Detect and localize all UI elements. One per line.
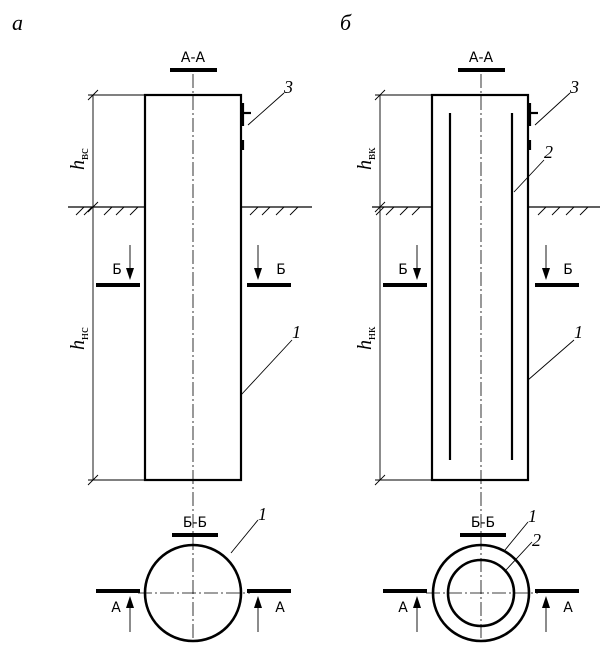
svg-text:Б: Б	[563, 262, 573, 278]
panel-a-cut-b-right: Б	[247, 245, 291, 287]
panel-b-callout-1: 1	[574, 322, 583, 342]
panel-b-cut-a-left: А	[383, 589, 427, 632]
panel-a-callout-1: 1	[292, 322, 301, 342]
panel-b-section-callout-2: 2	[532, 530, 541, 550]
panel-b-cut-b-right: Б	[535, 245, 579, 287]
panel-b-leader-2	[513, 159, 545, 193]
panel-a-dim-upper: hвс	[67, 148, 91, 170]
panel-a-dim-lower: hнс	[67, 327, 91, 350]
panel-a-cut-a-right: А	[247, 589, 291, 632]
svg-text:А: А	[275, 600, 285, 616]
panel-b: б А-А 3 2	[340, 10, 600, 643]
panel-a-section-bb-label: Б-Б	[183, 515, 207, 531]
panel-a-cut-b-left: Б	[96, 245, 140, 287]
svg-text:Б: Б	[112, 262, 122, 278]
panel-b-callout-2: 2	[544, 142, 553, 162]
panel-a-section-aa-label: А-А	[181, 50, 206, 66]
panel-b-dim-lower: hнк	[354, 326, 378, 350]
panel-b-section-leader-2	[505, 541, 533, 571]
svg-text:А: А	[398, 600, 408, 616]
panel-b-section-aa-label: А-А	[469, 50, 494, 66]
panel-a: а А-А 3	[12, 10, 312, 643]
panel-b-leader-1	[527, 339, 575, 381]
panel-b-callout-3: 3	[569, 77, 579, 97]
panel-b-letter: б	[340, 10, 352, 35]
svg-text:А: А	[111, 600, 121, 616]
panel-b-leader-3	[534, 92, 571, 126]
panel-a-callout-3: 3	[283, 77, 293, 97]
panel-a-leader-1	[240, 339, 293, 396]
panel-a-letter: а	[12, 10, 23, 35]
panel-b-ground-hatching	[375, 206, 589, 216]
panel-a-pile-body	[143, 93, 243, 482]
panel-a-ground-hatching	[75, 206, 299, 216]
panel-b-pile-body	[430, 93, 530, 482]
panel-a-section-callout-1: 1	[258, 504, 267, 524]
svg-text:Б: Б	[276, 262, 286, 278]
panel-b-cut-b-left: Б	[383, 245, 427, 287]
panel-b-section-bb-label: Б-Б	[471, 515, 495, 531]
panel-b-cut-a-right: А	[535, 589, 579, 632]
panel-b-section-leader-1	[504, 521, 529, 551]
panel-a-cut-a-left: А	[96, 589, 140, 632]
svg-text:А: А	[563, 600, 573, 616]
panel-a-leader-3	[247, 92, 285, 126]
svg-text:Б: Б	[398, 262, 408, 278]
panel-b-dim-upper: hвк	[354, 147, 378, 170]
panel-b-section-callout-1: 1	[528, 506, 537, 526]
panel-a-section-leader-1	[230, 519, 259, 554]
